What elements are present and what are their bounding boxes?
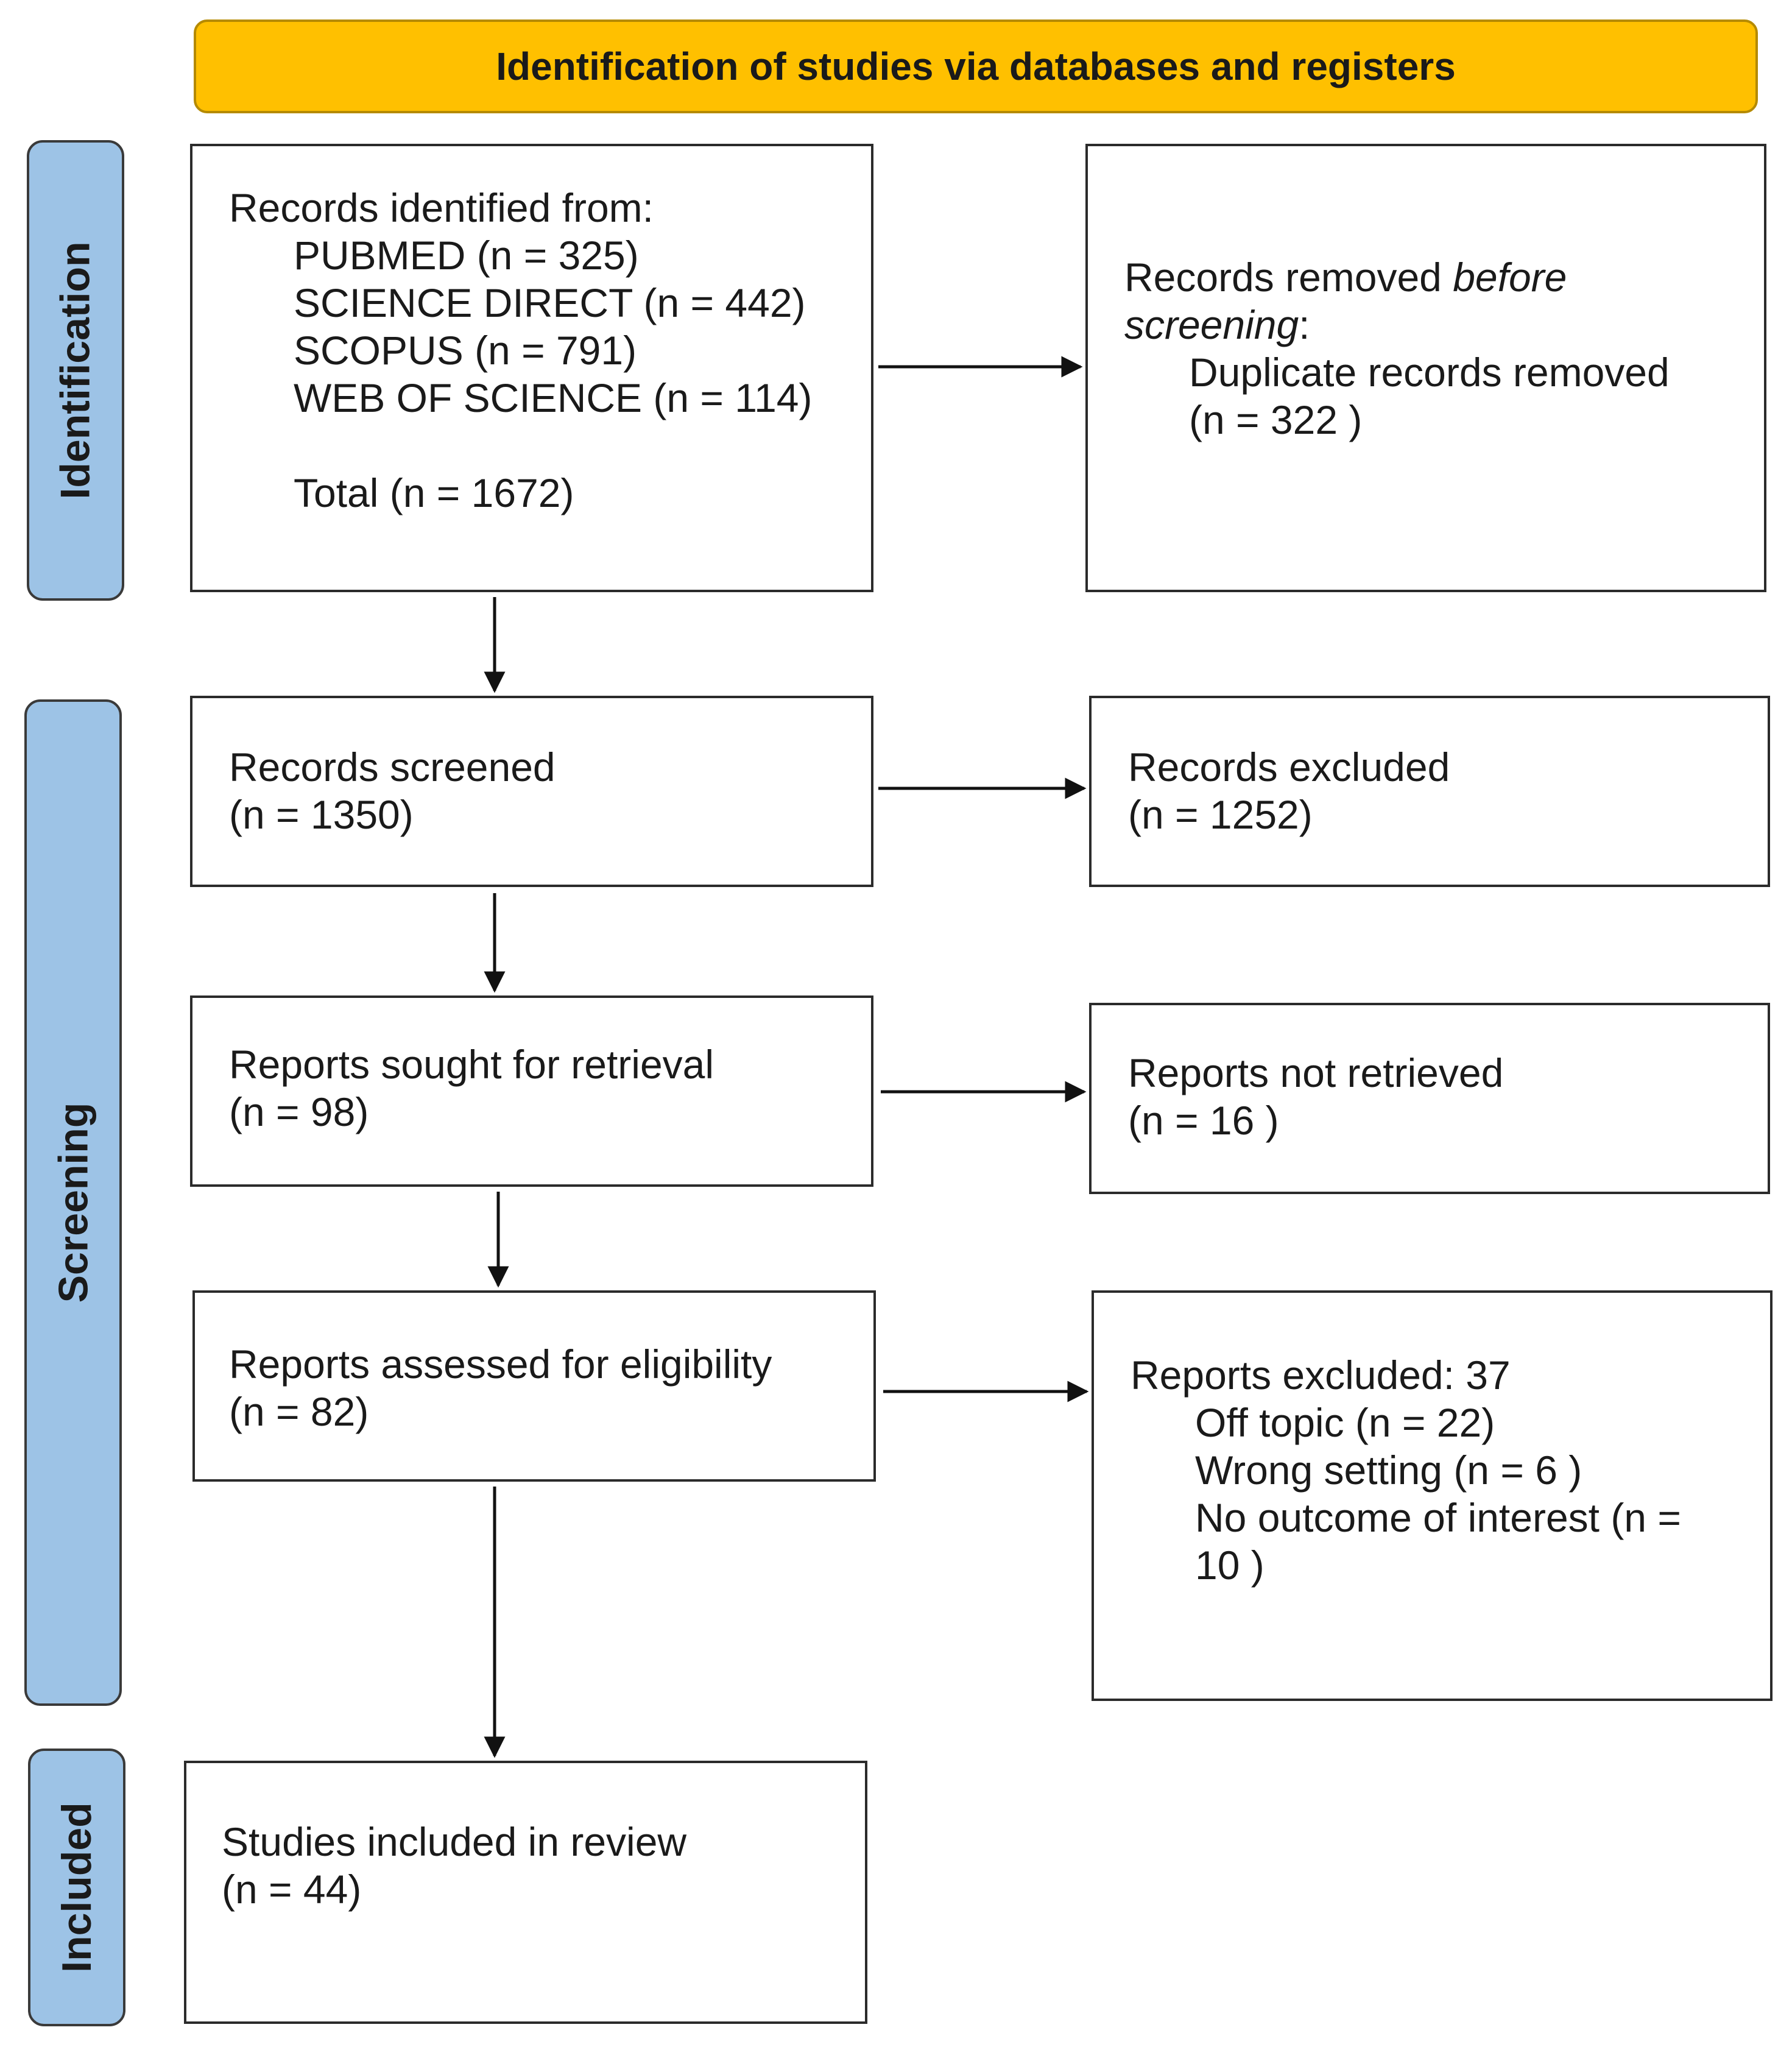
records-identified-heading: Records identified from:: [229, 185, 654, 230]
studies-included-count: (n = 44): [222, 1867, 362, 1912]
phase-identification: Identification: [27, 140, 124, 601]
records-total: Total (n = 1672): [294, 470, 574, 515]
records-screened-count: (n = 1350): [229, 792, 414, 837]
records-excluded-label: Records excluded: [1128, 744, 1450, 790]
duplicates-label: Duplicate records removed: [1189, 350, 1670, 395]
phase-included: Included: [28, 1749, 125, 2026]
header-banner: Identification of studies via databases …: [194, 19, 1758, 113]
reports-sought-label: Reports sought for retrieval: [229, 1042, 714, 1087]
source-web-of-science: WEB OF SCIENCE (n = 114): [294, 375, 813, 420]
records-removed-heading: Records removed before: [1124, 255, 1567, 300]
records-screened-box: Records screened (n = 1350): [190, 696, 873, 887]
reports-assessed-count: (n = 82): [229, 1389, 369, 1434]
phase-screening: Screening: [24, 699, 122, 1706]
reason-no-outcome: No outcome of interest (n =: [1195, 1495, 1681, 1540]
source-science-direct: SCIENCE DIRECT (n = 442): [294, 280, 806, 325]
reason-no-outcome-count: 10 ): [1195, 1543, 1265, 1588]
studies-included-label: Studies included in review: [222, 1819, 687, 1864]
source-scopus: SCOPUS (n = 791): [294, 328, 637, 373]
records-removed-box: Records removed before screening: Duplic…: [1085, 144, 1766, 592]
records-screened-label: Records screened: [229, 744, 556, 790]
reports-sought-box: Reports sought for retrieval (n = 98): [190, 995, 873, 1187]
reason-off-topic: Off topic (n = 22): [1195, 1400, 1495, 1445]
reports-assessed-label: Reports assessed for eligibility: [229, 1342, 772, 1387]
records-identified-box: Records identified from: PUBMED (n = 325…: [190, 144, 873, 592]
reports-not-retrieved-count: (n = 16 ): [1128, 1098, 1279, 1143]
reports-excluded-heading: Reports excluded: 37: [1131, 1353, 1511, 1398]
reports-sought-count: (n = 98): [229, 1089, 369, 1134]
reports-excluded-box: Reports excluded: 37 Off topic (n = 22) …: [1092, 1290, 1773, 1701]
records-excluded-box: Records excluded (n = 1252): [1089, 696, 1770, 887]
source-pubmed: PUBMED (n = 325): [294, 233, 639, 278]
reason-wrong-setting: Wrong setting (n = 6 ): [1195, 1448, 1582, 1493]
studies-included-box: Studies included in review (n = 44): [184, 1761, 867, 2024]
duplicates-count: (n = 322 ): [1189, 397, 1363, 442]
records-excluded-count: (n = 1252): [1128, 792, 1313, 837]
reports-not-retrieved-box: Reports not retrieved (n = 16 ): [1089, 1003, 1770, 1194]
header-title: Identification of studies via databases …: [496, 44, 1456, 88]
reports-not-retrieved-label: Reports not retrieved: [1128, 1050, 1504, 1095]
reports-assessed-box: Reports assessed for eligibility (n = 82…: [192, 1290, 876, 1482]
